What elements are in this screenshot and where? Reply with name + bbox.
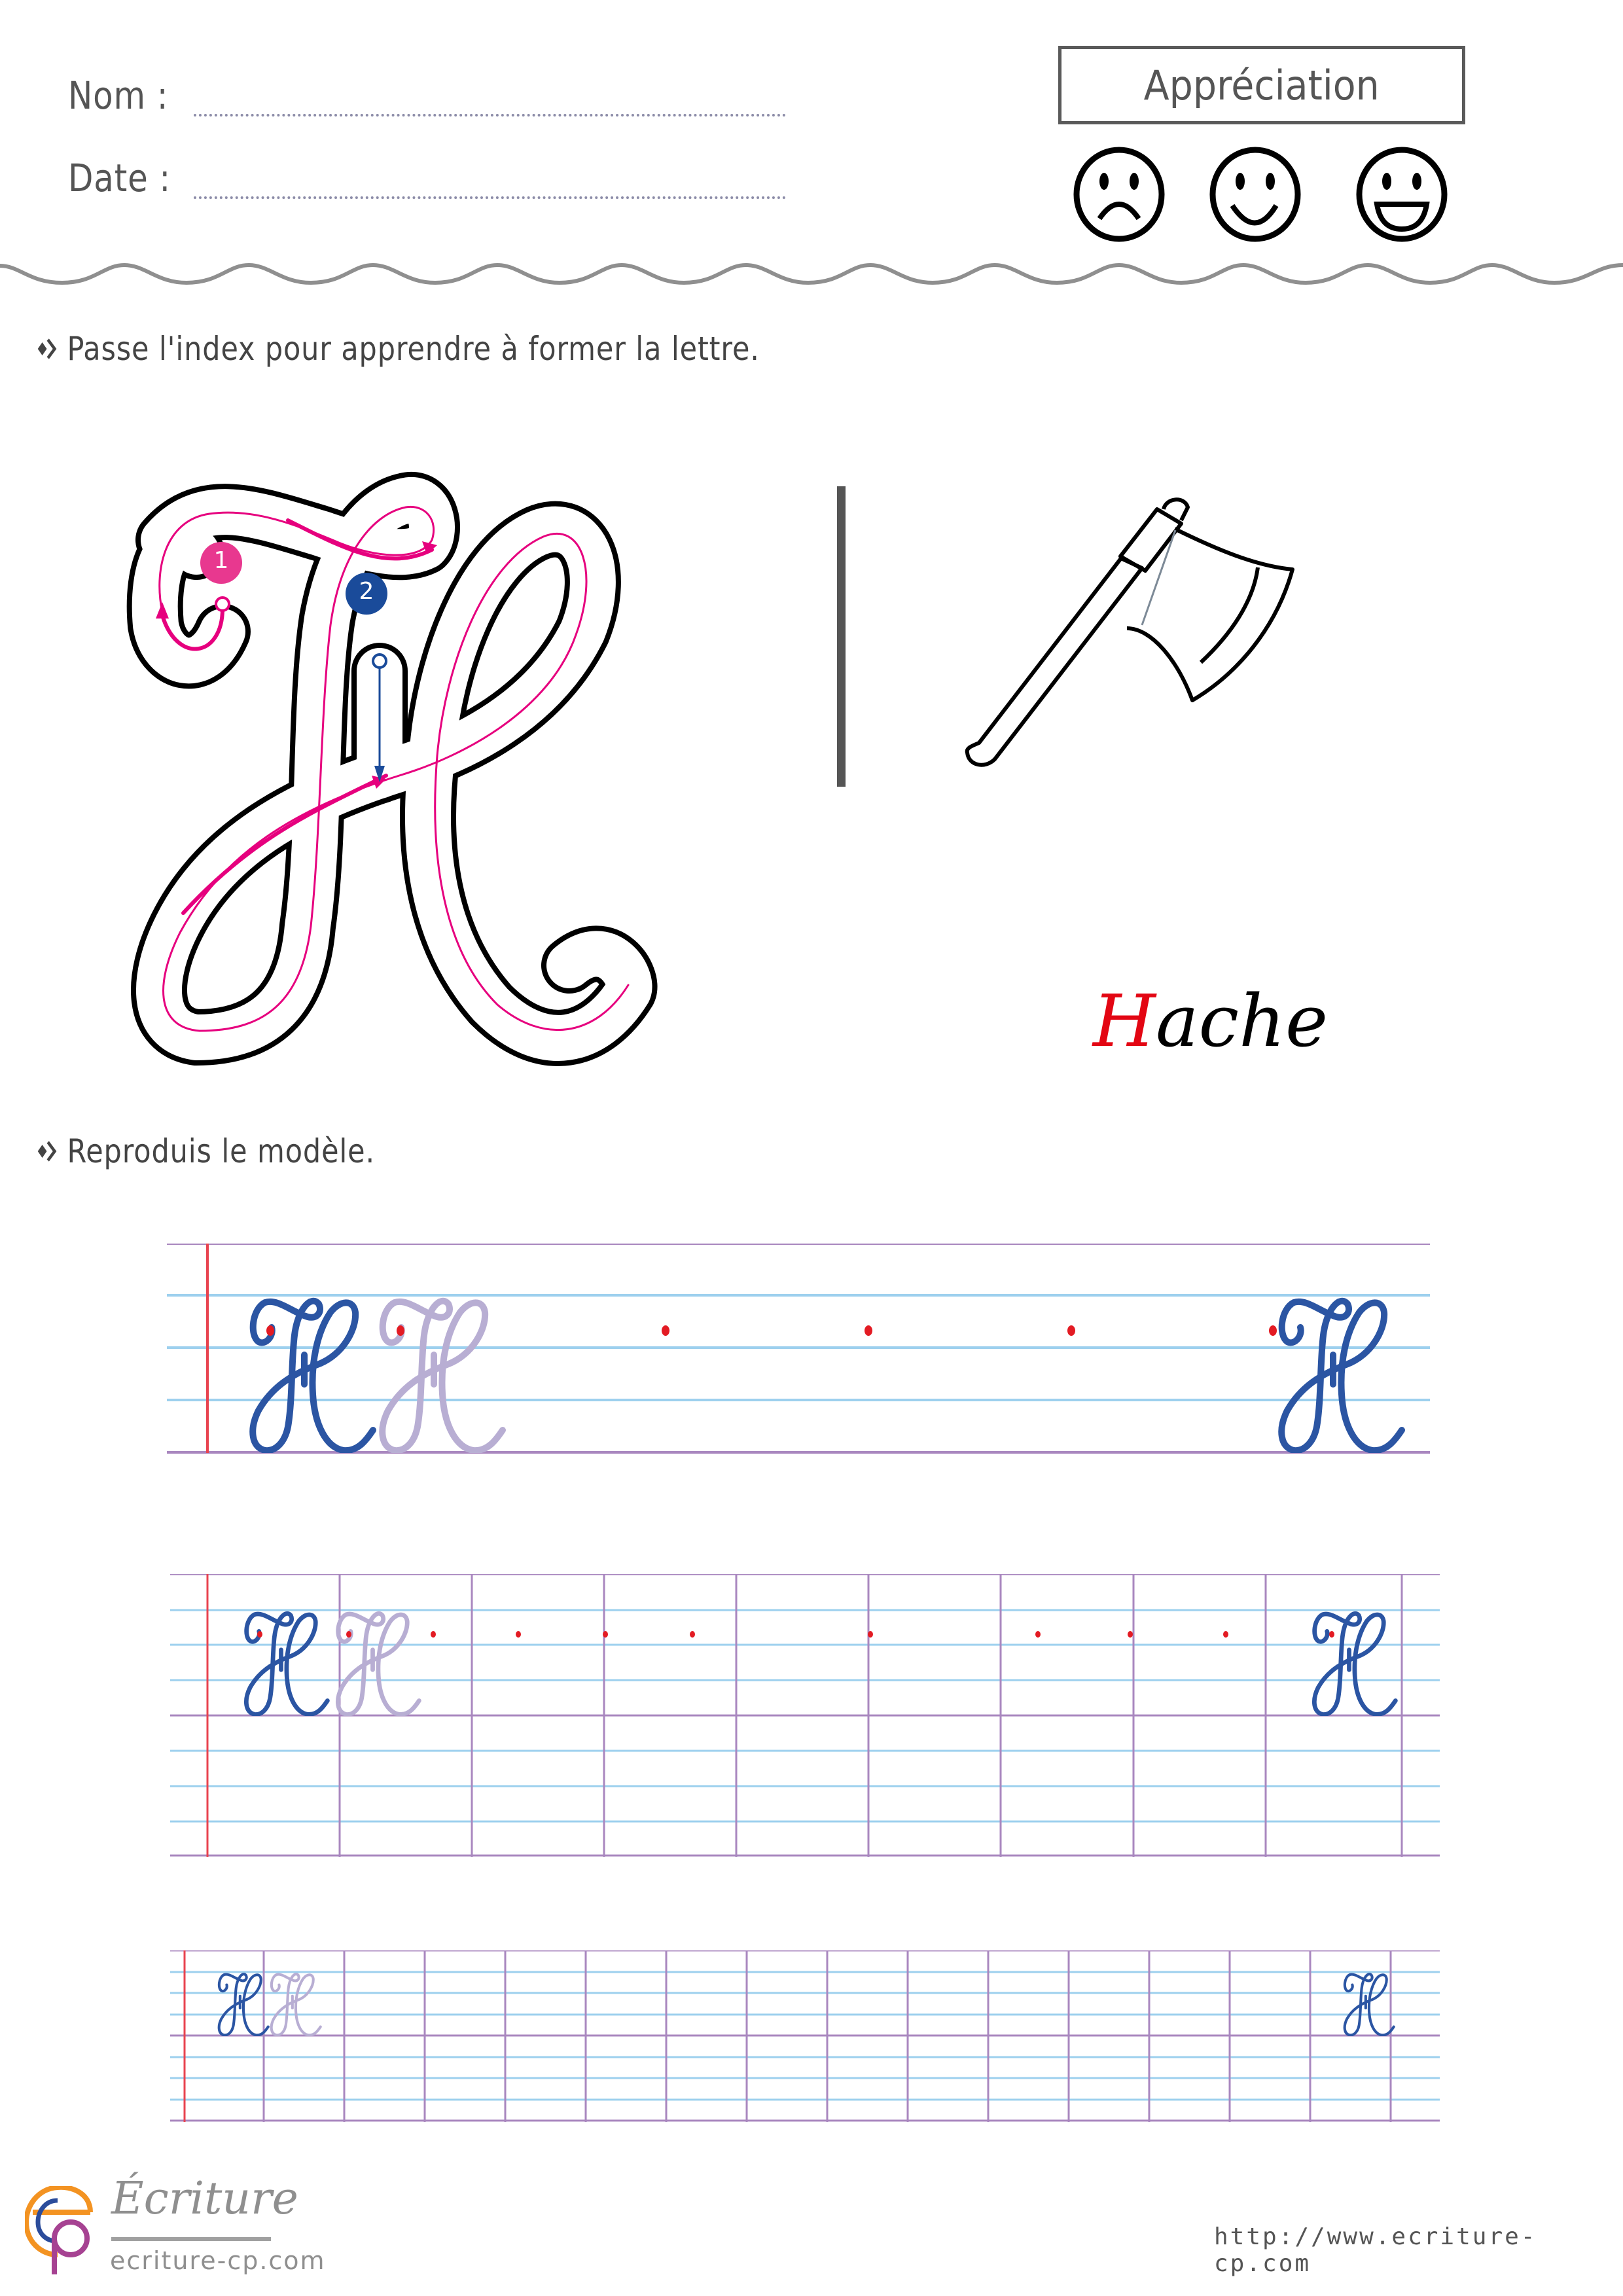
instruction-trace-text: Passe l'index pour apprendre à former la… [67, 330, 760, 368]
name-field[interactable] [194, 111, 786, 117]
bullet-icon [37, 338, 57, 359]
trace-letter-h [272, 1974, 321, 2035]
date-label: Date : [68, 156, 171, 200]
logo-underline [111, 2237, 271, 2241]
model-letter-h-end [1281, 1301, 1402, 1450]
appreciation-title: Appréciation [1143, 61, 1380, 109]
trace-letter-h [338, 1613, 419, 1714]
model-letter-h-end [1345, 1974, 1394, 2035]
model-letter-h [246, 1613, 327, 1714]
date-field[interactable] [194, 194, 786, 199]
word-hache: Hache [1093, 985, 1328, 1057]
step-1-number: 1 [213, 547, 229, 574]
instruction-reproduce-text: Reproduis le modèle. [67, 1132, 376, 1170]
wavy-divider [0, 262, 1623, 285]
logo-site: ecriture-cp.com [110, 2246, 326, 2275]
step-2-number: 2 [359, 578, 374, 605]
appreciation-box: Appréciation [1058, 46, 1465, 124]
word-first-letter: H [1093, 979, 1156, 1063]
vertical-separator [837, 486, 846, 787]
practice-grid-medium[interactable] [170, 1574, 1446, 1862]
model-letter-h [253, 1301, 373, 1450]
step-1-badge [200, 542, 242, 584]
laugh-face-icon[interactable] [1349, 145, 1454, 243]
logo-icon [25, 2186, 93, 2274]
model-letter-h-end [1314, 1613, 1395, 1714]
logo-title: Écriture [111, 2173, 298, 2225]
axe-icon [965, 497, 1294, 767]
letter-tracing-guide[interactable] [124, 468, 700, 1083]
instruction-reproduce: Reproduis le modèle. [37, 1132, 375, 1170]
step-2-badge [346, 573, 387, 615]
word-rest: ache [1155, 979, 1329, 1063]
practice-row-large[interactable] [167, 1244, 1436, 1466]
model-letter-h [219, 1974, 268, 2035]
smile-face-icon[interactable] [1203, 145, 1308, 243]
bullet-icon [37, 1141, 57, 1162]
footer-url[interactable]: http://www.ecriture-cp.com [1214, 2223, 1537, 2277]
sad-face-icon[interactable] [1067, 145, 1171, 243]
instruction-trace: Passe l'index pour apprendre à former la… [37, 330, 760, 368]
practice-grid-small[interactable] [170, 1950, 1446, 2127]
name-label: Nom : [68, 73, 169, 118]
trace-letter-h [382, 1301, 503, 1450]
